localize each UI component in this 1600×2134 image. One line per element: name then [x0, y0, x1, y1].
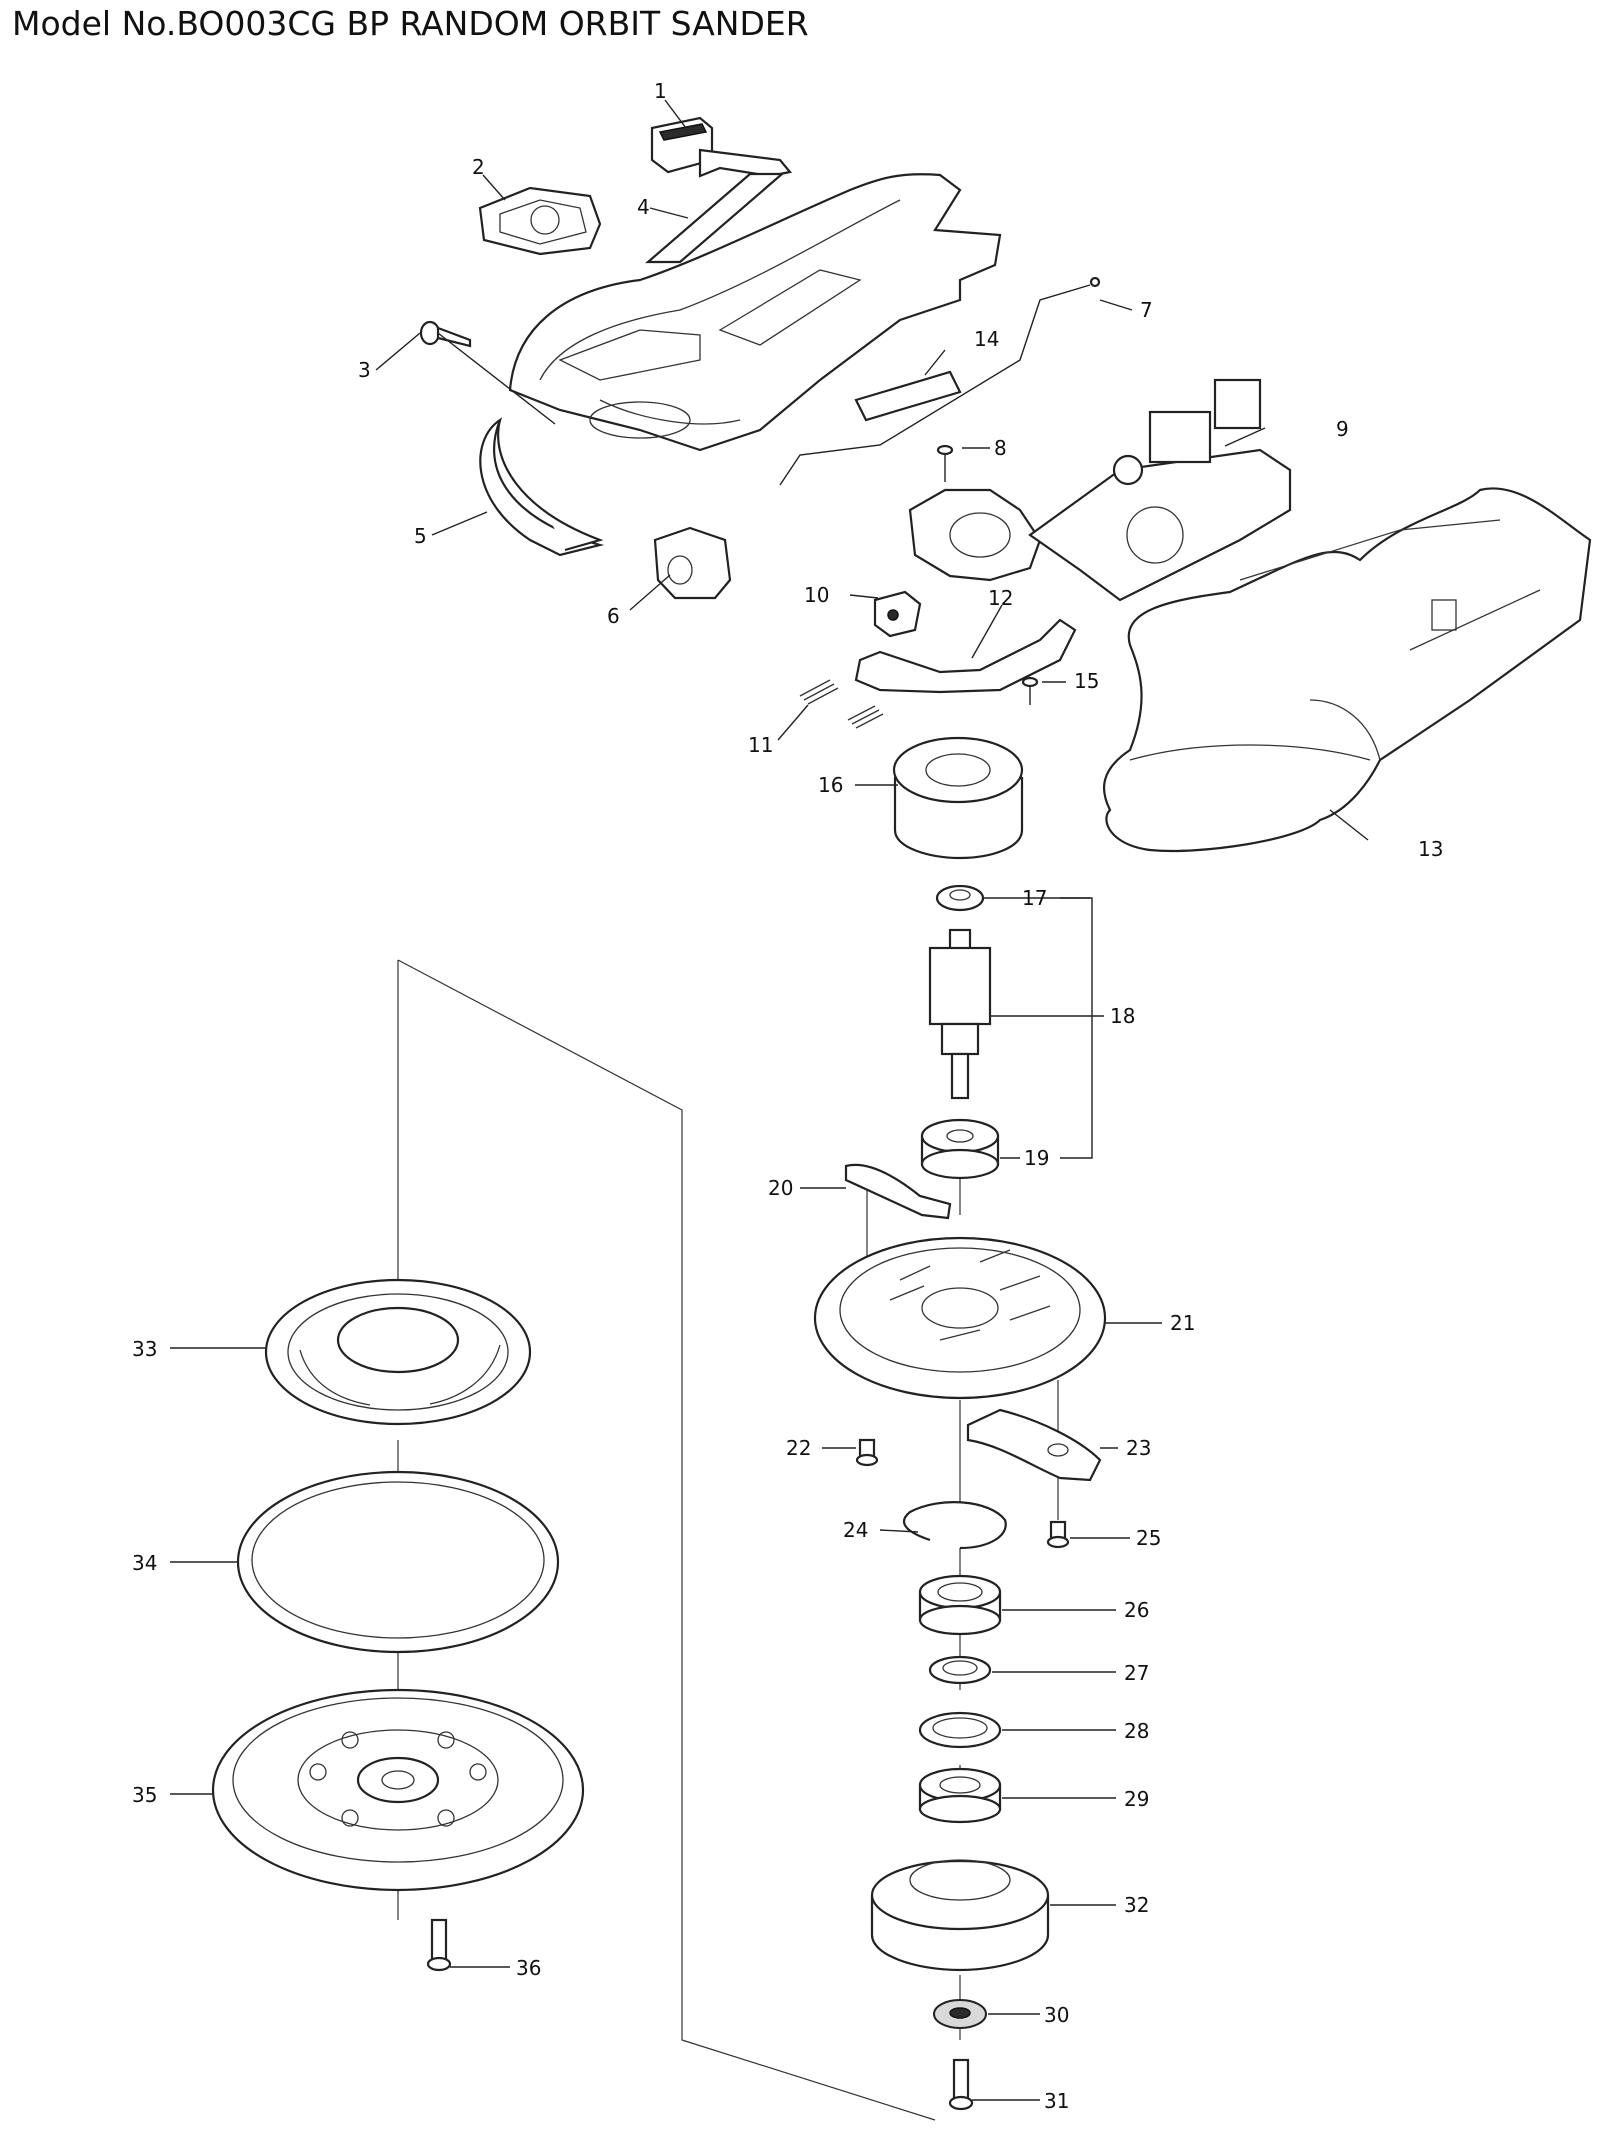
- part-5-shroud: [479, 417, 605, 557]
- part-33-pad-plate: [264, 1278, 532, 1426]
- label-part-21: 21: [1170, 1311, 1195, 1335]
- part-9-controller: [1028, 378, 1292, 602]
- part-15-screw: [1021, 676, 1039, 705]
- label-part-24: 24: [843, 1518, 868, 1542]
- part-18-rotor: [928, 928, 992, 1100]
- part-3-screw: [419, 320, 472, 348]
- label-part-20: 20: [768, 1176, 793, 1200]
- part-35-sanding-pad: [211, 1688, 585, 1892]
- part-27-ring: [928, 1655, 992, 1685]
- part-19-bearing: [920, 1118, 1000, 1180]
- label-part-2: 2: [472, 155, 485, 179]
- controller-plate: [908, 488, 1042, 582]
- part-13-main-housing: [1102, 487, 1592, 853]
- part-26-bearing: [918, 1574, 1002, 1636]
- part-28-ring: [918, 1711, 1002, 1749]
- label-part-36: 36: [516, 1956, 541, 1980]
- label-part-29: 29: [1124, 1787, 1149, 1811]
- diagram-title: Model No.BO003CG BP RANDOM ORBIT SANDER: [12, 4, 809, 43]
- part-23-counterweight: [966, 1408, 1102, 1482]
- label-part-11: 11: [748, 733, 773, 757]
- part-6-lock-button: [653, 526, 732, 600]
- label-part-34: 34: [132, 1551, 157, 1575]
- label-part-12: 12: [988, 586, 1013, 610]
- label-part-31: 31: [1044, 2089, 1069, 2113]
- label-part-8: 8: [994, 436, 1007, 460]
- label-part-4: 4: [637, 195, 650, 219]
- part-24-ring: [902, 1501, 1007, 1550]
- label-part-23: 23: [1126, 1436, 1151, 1460]
- part-34-ring: [236, 1470, 560, 1654]
- label-part-13: 13: [1418, 837, 1443, 861]
- part-number-labels: 1 2 3 4 5 6 7 8 9 10 11 12 13 14 15 16 1…: [132, 79, 1443, 2113]
- label-part-18: 18: [1110, 1004, 1135, 1028]
- part-11-springs: [799, 679, 884, 729]
- part-4-label: [645, 172, 785, 264]
- label-part-14: 14: [974, 327, 999, 351]
- leader-lines: [170, 99, 1369, 2101]
- label-part-26: 26: [1124, 1598, 1149, 1622]
- part-21-fan: [813, 1236, 1107, 1400]
- label-part-5: 5: [414, 524, 427, 548]
- part-25-screw: [1046, 1520, 1070, 1549]
- part-22-screw: [855, 1438, 879, 1467]
- part-20-weight: [844, 1163, 952, 1220]
- part-2-button-cover: [478, 186, 602, 256]
- part-12-bracket: [854, 618, 1077, 694]
- housing-top: [508, 173, 1002, 452]
- part-1-switch-lever: [650, 116, 793, 178]
- label-part-3: 3: [358, 358, 371, 382]
- label-part-33: 33: [132, 1337, 157, 1361]
- part-7-rod: [779, 276, 1101, 486]
- label-part-15: 15: [1074, 669, 1099, 693]
- label-part-28: 28: [1124, 1719, 1149, 1743]
- label-part-30: 30: [1044, 2003, 1069, 2027]
- label-part-27: 27: [1124, 1661, 1149, 1685]
- label-part-7: 7: [1140, 298, 1153, 322]
- label-part-35: 35: [132, 1783, 157, 1807]
- part-30-washer: [933, 1999, 987, 2029]
- label-part-16: 16: [818, 773, 843, 797]
- part-31-screw: [948, 2058, 974, 2111]
- label-part-10: 10: [804, 583, 829, 607]
- label-part-17: 17: [1022, 886, 1047, 910]
- label-part-32: 32: [1124, 1893, 1149, 1917]
- label-part-6: 6: [607, 604, 620, 628]
- part-14-label: [854, 370, 962, 422]
- part-10-switch: [873, 590, 922, 638]
- label-part-9: 9: [1336, 417, 1349, 441]
- label-part-22: 22: [786, 1436, 811, 1460]
- part-32-boss: [870, 1859, 1050, 1972]
- part-17-bearing: [935, 884, 985, 912]
- label-part-25: 25: [1136, 1526, 1161, 1550]
- part-16-stator: [892, 736, 1024, 860]
- part-8-screw: [936, 444, 954, 482]
- part-36-screw: [426, 1918, 452, 1972]
- label-part-1: 1: [654, 79, 667, 103]
- label-part-19: 19: [1024, 1146, 1049, 1170]
- part-29-bearing: [918, 1767, 1002, 1824]
